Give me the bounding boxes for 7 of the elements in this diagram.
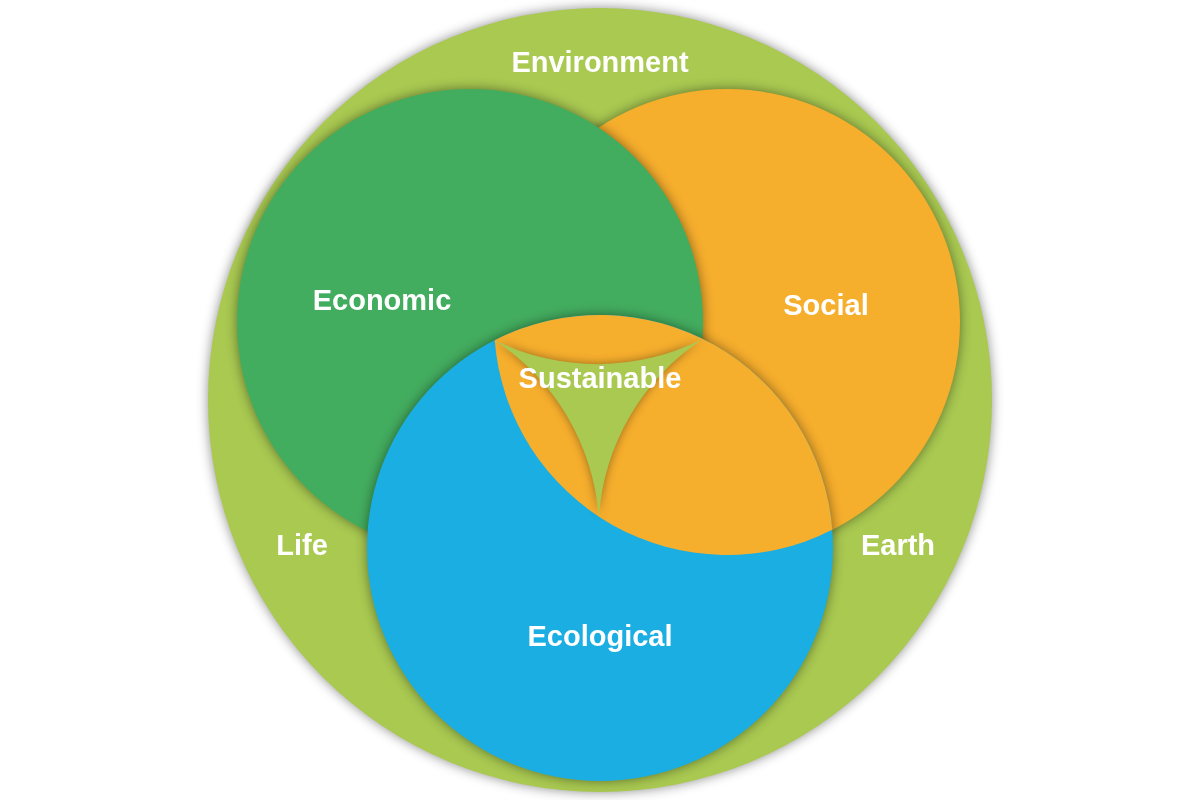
region-label: Sustainable: [518, 361, 682, 395]
region-label: Social: [783, 288, 869, 322]
region-label: Life: [276, 528, 328, 562]
region-label: Earth: [860, 528, 936, 562]
region-label: Economic: [312, 283, 452, 317]
region-label: Ecological: [527, 619, 673, 653]
region-label: Environment: [511, 45, 689, 79]
